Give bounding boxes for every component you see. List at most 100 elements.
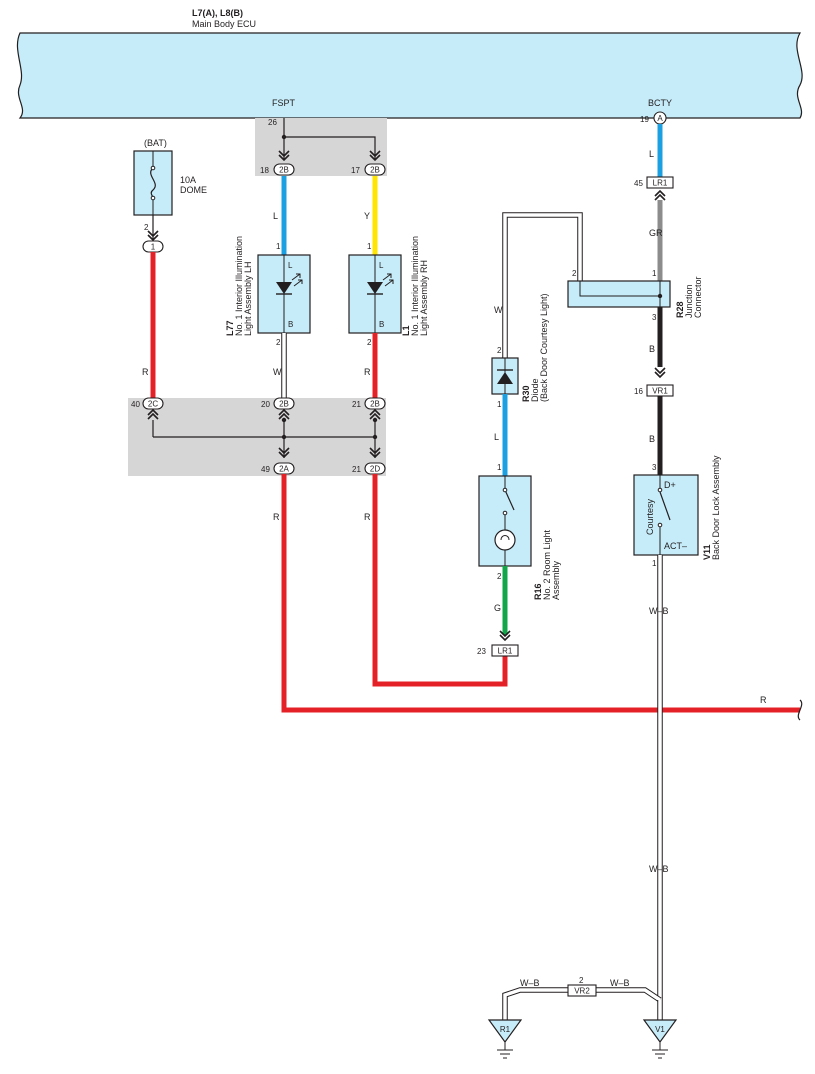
svg-text:2A: 2A	[279, 465, 289, 474]
svg-text:2: 2	[497, 346, 502, 355]
svg-text:1: 1	[497, 463, 502, 472]
svg-text:L: L	[379, 261, 384, 270]
svg-text:LR1: LR1	[653, 179, 668, 188]
svg-text:19: 19	[640, 115, 649, 124]
svg-text:40: 40	[131, 400, 140, 409]
svg-text:1: 1	[276, 242, 281, 251]
r28-line2: Connector	[693, 276, 703, 318]
svg-text:W: W	[494, 305, 503, 315]
svg-text:1: 1	[151, 243, 156, 252]
svg-text:R: R	[364, 367, 371, 377]
r16-bulb-icon	[494, 529, 516, 551]
svg-text:D+: D+	[664, 480, 676, 490]
wire-w-diode	[503, 213, 582, 358]
svg-text:45: 45	[634, 179, 643, 188]
svg-text:Y: Y	[364, 211, 370, 221]
svg-text:R: R	[273, 512, 280, 522]
pin-18: 18	[260, 166, 269, 175]
connector-lr1-bottom	[491, 644, 519, 657]
svg-text:L: L	[273, 211, 278, 221]
l77-line2: Light Assembly LH	[243, 261, 253, 336]
main-body-ecu	[16, 32, 803, 119]
svg-text:B: B	[649, 344, 655, 354]
svg-text:16: 16	[634, 387, 643, 396]
r30-code: R30	[521, 385, 531, 402]
v11-courtesy-label: Courtesy	[645, 498, 655, 535]
svg-text:20: 20	[261, 400, 270, 409]
svg-text:2: 2	[497, 572, 502, 581]
svg-text:G: G	[494, 603, 501, 613]
svg-text:R: R	[760, 695, 767, 705]
fuse-rating: 10A	[180, 175, 196, 185]
l1-line1: No. 1 Interior Illumination	[410, 236, 420, 336]
svg-text:W–B: W–B	[520, 978, 540, 988]
svg-text:R: R	[364, 512, 371, 522]
ecu-code: L7(A), L8(B)	[192, 8, 243, 18]
svg-text:2B: 2B	[279, 400, 289, 409]
l1-led-icon	[367, 282, 383, 294]
r30-line1: Diode	[530, 378, 540, 402]
fuse-source: (BAT)	[144, 138, 167, 148]
svg-text:W–B: W–B	[649, 864, 669, 874]
svg-text:2C: 2C	[148, 400, 158, 409]
connector-2b-b	[364, 163, 386, 176]
pin-26: 26	[268, 118, 277, 127]
svg-text:3: 3	[652, 463, 657, 472]
r28-junction-connector	[567, 280, 671, 308]
svg-text:VR2: VR2	[574, 987, 590, 996]
svg-text:1: 1	[652, 559, 657, 568]
connector-vr2	[567, 984, 597, 997]
pin-17: 17	[351, 166, 360, 175]
fuse-name: DOME	[180, 185, 207, 195]
svg-text:W–B: W–B	[610, 978, 630, 988]
l1-line2: Light Assembly RH	[419, 260, 429, 336]
svg-text:R: R	[142, 367, 149, 377]
r16-line1: No. 2 Room Light	[542, 529, 552, 600]
ground-r1	[487, 1019, 523, 1044]
l77-line1: No. 1 Interior Illumination	[234, 236, 244, 336]
svg-text:49: 49	[261, 465, 270, 474]
wire-r-main	[281, 474, 800, 713]
svg-text:1: 1	[652, 269, 657, 278]
diode-icon	[497, 372, 513, 384]
svg-text:VR1: VR1	[652, 387, 668, 396]
svg-text:LR1: LR1	[498, 647, 513, 656]
l1-code: L1	[401, 325, 411, 336]
l77-code: L77	[225, 320, 235, 336]
ecu-name: Main Body ECU	[192, 19, 256, 29]
svg-text:2B: 2B	[370, 400, 380, 409]
svg-text:GR: GR	[649, 228, 663, 238]
svg-text:2: 2	[579, 976, 584, 985]
fspt-terminal: FSPT	[272, 98, 296, 108]
svg-text:2D: 2D	[370, 465, 380, 474]
svg-text:2B: 2B	[279, 166, 289, 175]
svg-text:2B: 2B	[370, 166, 380, 175]
svg-text:V1: V1	[655, 1025, 665, 1034]
wire-wb-v1	[596, 988, 661, 1002]
svg-text:L: L	[494, 432, 499, 442]
connector-2b-c	[273, 397, 295, 410]
svg-text:L: L	[649, 149, 654, 159]
svg-text:2: 2	[276, 338, 281, 347]
svg-text:W–B: W–B	[649, 606, 669, 616]
r28-code: R28	[675, 301, 685, 318]
ground-v1	[642, 1019, 678, 1044]
svg-text:B: B	[379, 320, 384, 329]
connector-lr1-top	[646, 176, 674, 189]
r30-line2: (Back Door Courtesy Light)	[539, 293, 549, 402]
svg-text:B: B	[649, 434, 655, 444]
svg-text:1: 1	[367, 242, 372, 251]
r28-line1: Junction	[684, 284, 694, 318]
connector-2b-d	[364, 397, 386, 410]
v11-code: V11	[702, 544, 712, 560]
r16-switch-icon	[504, 489, 515, 511]
svg-text:ACT–: ACT–	[664, 541, 687, 551]
connector-2c	[142, 397, 164, 410]
svg-text:B: B	[288, 320, 293, 329]
v11-line1: Back Door Lock Assembly	[711, 455, 721, 560]
svg-text:R1: R1	[500, 1025, 511, 1034]
connector-2b-a	[273, 163, 295, 176]
svg-text:2: 2	[572, 269, 577, 278]
svg-text:L: L	[288, 261, 293, 270]
